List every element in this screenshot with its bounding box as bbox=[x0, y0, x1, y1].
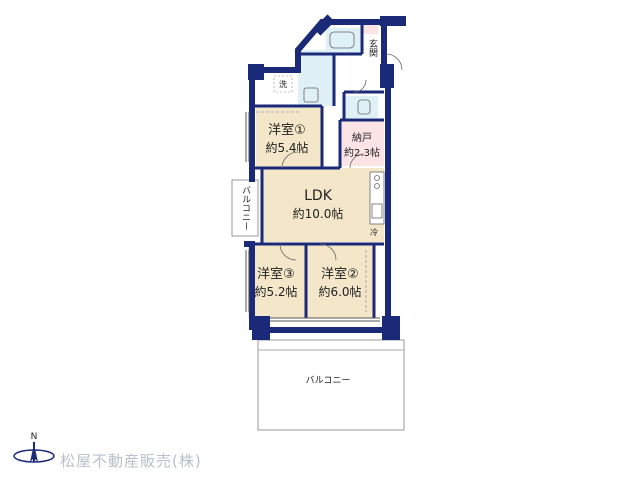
western2-room bbox=[308, 244, 374, 318]
toilet bbox=[344, 96, 378, 118]
column bbox=[380, 16, 406, 26]
north-compass-icon: N bbox=[13, 432, 55, 463]
column bbox=[313, 14, 335, 36]
shoe-box bbox=[362, 24, 378, 34]
column bbox=[380, 64, 394, 88]
windows bbox=[245, 112, 380, 322]
western1-room bbox=[256, 106, 322, 168]
storage-room bbox=[340, 120, 384, 166]
western1-name: 洋室① bbox=[268, 122, 306, 138]
ldk-size: 約10.0帖 bbox=[293, 206, 344, 221]
main-balcony-label: バルコニー bbox=[306, 375, 351, 386]
ldk-name: LDK bbox=[304, 188, 333, 204]
sink-icon bbox=[371, 203, 383, 219]
washer-label: 洗 bbox=[279, 79, 287, 89]
ldk-room bbox=[262, 168, 384, 242]
toilet-icon bbox=[357, 99, 371, 115]
sink-basin-icon bbox=[303, 87, 319, 103]
western2-size: 約6.0帖 bbox=[318, 284, 361, 299]
washroom bbox=[298, 50, 334, 106]
western2-name: 洋室② bbox=[321, 266, 359, 282]
storage-name: 納戸 bbox=[352, 131, 372, 144]
western3-room bbox=[248, 244, 308, 318]
door-swings bbox=[279, 53, 403, 261]
interior-walls bbox=[252, 22, 384, 318]
washer-box bbox=[273, 75, 293, 93]
entrance-area bbox=[362, 24, 380, 68]
stove-icon bbox=[374, 175, 380, 181]
closet-lines bbox=[256, 111, 367, 312]
stove-icon bbox=[374, 183, 380, 189]
north-label: N bbox=[31, 432, 38, 442]
fridge-label: 冷 bbox=[370, 227, 378, 237]
main-balcony bbox=[257, 339, 405, 431]
column bbox=[252, 316, 270, 340]
western1-size: 約5.4帖 bbox=[265, 140, 308, 155]
side-balcony bbox=[231, 179, 259, 237]
bathtub-icon bbox=[329, 31, 355, 49]
column bbox=[382, 316, 400, 340]
company-name: 松屋不動産販売(株) bbox=[60, 452, 202, 470]
entrance-label: 玄関 bbox=[367, 38, 378, 58]
western3-size: 約5.2帖 bbox=[254, 284, 297, 299]
western3-name: 洋室③ bbox=[257, 266, 295, 282]
side-balcony-label: バルコニー bbox=[240, 185, 251, 230]
storage-size: 約2.3帖 bbox=[344, 146, 380, 159]
kitchen-counter bbox=[369, 171, 385, 225]
column bbox=[248, 64, 264, 80]
